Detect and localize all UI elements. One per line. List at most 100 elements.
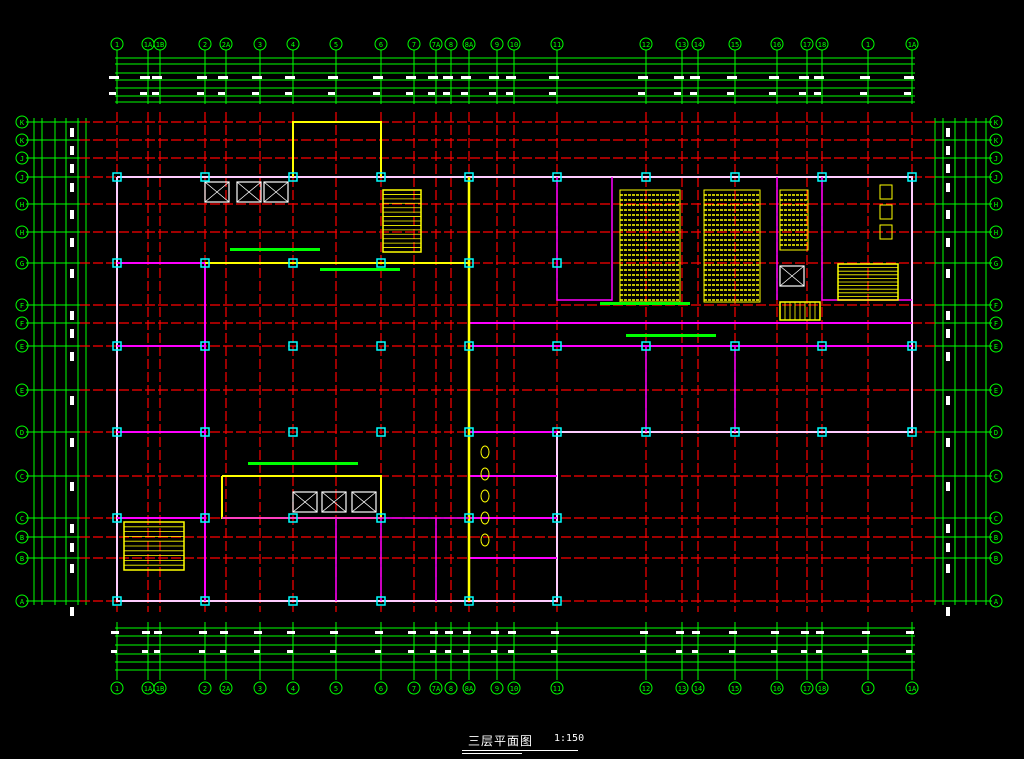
axis-bubble-label: 2 <box>203 685 207 693</box>
axis-bubble-label: H <box>994 201 998 209</box>
axis-bubble <box>675 681 689 695</box>
furniture-and-stairs <box>123 181 899 571</box>
dimension-text-mark <box>506 92 513 95</box>
dimension-text-mark <box>491 650 497 653</box>
column <box>288 513 298 523</box>
dimension-text-mark <box>199 650 205 653</box>
axis-bubble <box>989 339 1003 353</box>
axis-bubble <box>407 681 421 695</box>
elevator-shaft <box>263 181 289 203</box>
dimension-text-mark <box>491 631 499 634</box>
axis-bubble-label: J <box>994 155 998 163</box>
axis-bubble-label: D <box>20 429 24 437</box>
dimension-text-mark <box>287 631 295 634</box>
dimension-text-mark <box>690 92 697 95</box>
column <box>200 596 210 606</box>
elevator-shaft <box>321 491 347 513</box>
axis-bubble-label: 2A <box>222 41 231 49</box>
axis-bubble-label: 3 <box>258 685 262 693</box>
annotation-text-mark <box>320 268 400 271</box>
axis-bubble-label: 17 <box>803 685 811 693</box>
dimension-text-mark <box>862 631 870 634</box>
column <box>817 427 827 437</box>
wall-lines <box>116 121 913 602</box>
elevator-cross <box>351 491 377 513</box>
axis-bubble-label: F <box>994 302 998 310</box>
axis-bubble <box>989 151 1003 165</box>
dimension-text-mark <box>906 631 914 634</box>
dimension-text-mark <box>252 76 262 79</box>
dimension-text-mark <box>801 631 809 634</box>
column <box>641 427 651 437</box>
dimension-text-mark <box>154 631 162 634</box>
axis-bubble <box>728 37 742 51</box>
dimension-text-mark <box>771 631 779 634</box>
axis-bubble <box>490 681 504 695</box>
axis-bubble-label: E <box>994 387 998 395</box>
axis-bubble-label: 10 <box>510 41 518 49</box>
elevator-cross <box>263 181 289 203</box>
axis-bubble <box>989 511 1003 525</box>
restroom-fixture <box>879 184 893 200</box>
axis-bubble <box>800 37 814 51</box>
dimension-text-mark <box>70 352 74 361</box>
dimension-text-mark <box>946 352 950 361</box>
dimension-text-mark <box>70 210 74 219</box>
restroom-fixture <box>879 224 893 240</box>
column <box>464 341 474 351</box>
dimension-text-mark <box>676 650 682 653</box>
axis-bubble-label: C <box>994 473 998 481</box>
axis-bubble <box>989 197 1003 211</box>
dimension-text-mark <box>946 238 950 247</box>
drawing-scale: 1:150 <box>554 733 585 744</box>
axis-bubble-label: 1 <box>866 41 870 49</box>
axis-bubble-label: A <box>994 598 999 606</box>
column <box>730 341 740 351</box>
dimension-text-mark <box>862 650 868 653</box>
dimension-text-mark <box>443 76 453 79</box>
axis-bubble <box>639 37 653 51</box>
axis-bubble <box>15 383 29 397</box>
dimension-text-mark <box>508 650 514 653</box>
axis-bubble-label: B <box>994 555 998 563</box>
dimension-text-mark <box>373 76 383 79</box>
dimension-text-mark <box>799 92 806 95</box>
axis-bubble <box>15 594 29 608</box>
column <box>200 172 210 182</box>
column <box>376 513 386 523</box>
dimension-text-mark <box>638 76 648 79</box>
dimension-text-mark <box>408 650 414 653</box>
elevator-cross <box>204 181 230 203</box>
dimension-text-mark <box>463 631 471 634</box>
axis-bubble-label: 4 <box>291 41 295 49</box>
axis-bubble <box>989 256 1003 270</box>
dimension-text-mark <box>142 631 150 634</box>
axis-bubble <box>286 681 300 695</box>
restroom-fixture <box>480 467 490 481</box>
dimension-text-mark <box>692 631 700 634</box>
axis-bubble-label: 5 <box>334 41 338 49</box>
axis-bubble-label: 6 <box>379 685 383 693</box>
restroom-fixture <box>480 445 490 459</box>
axis-bubble-label: F <box>20 302 24 310</box>
dimension-text-mark <box>729 631 737 634</box>
column <box>112 596 122 606</box>
interior-wall <box>556 177 613 301</box>
column <box>376 172 386 182</box>
axis-bubble-label: A <box>20 598 25 606</box>
axis-bubble <box>15 298 29 312</box>
axis-bubble <box>989 425 1003 439</box>
column <box>552 258 562 268</box>
dimension-text-mark <box>140 76 150 79</box>
axis-bubble-label: 7 <box>412 685 416 693</box>
axis-bubble-label: 1A <box>908 41 917 49</box>
column <box>464 172 474 182</box>
axis-bubble-label: 1B <box>156 41 164 49</box>
dimension-text-mark <box>152 92 159 95</box>
dimension-text-mark <box>860 92 867 95</box>
axis-bubble-label: 9 <box>495 41 499 49</box>
column <box>376 258 386 268</box>
axis-bubble <box>989 551 1003 565</box>
dimension-text-mark <box>946 438 950 447</box>
